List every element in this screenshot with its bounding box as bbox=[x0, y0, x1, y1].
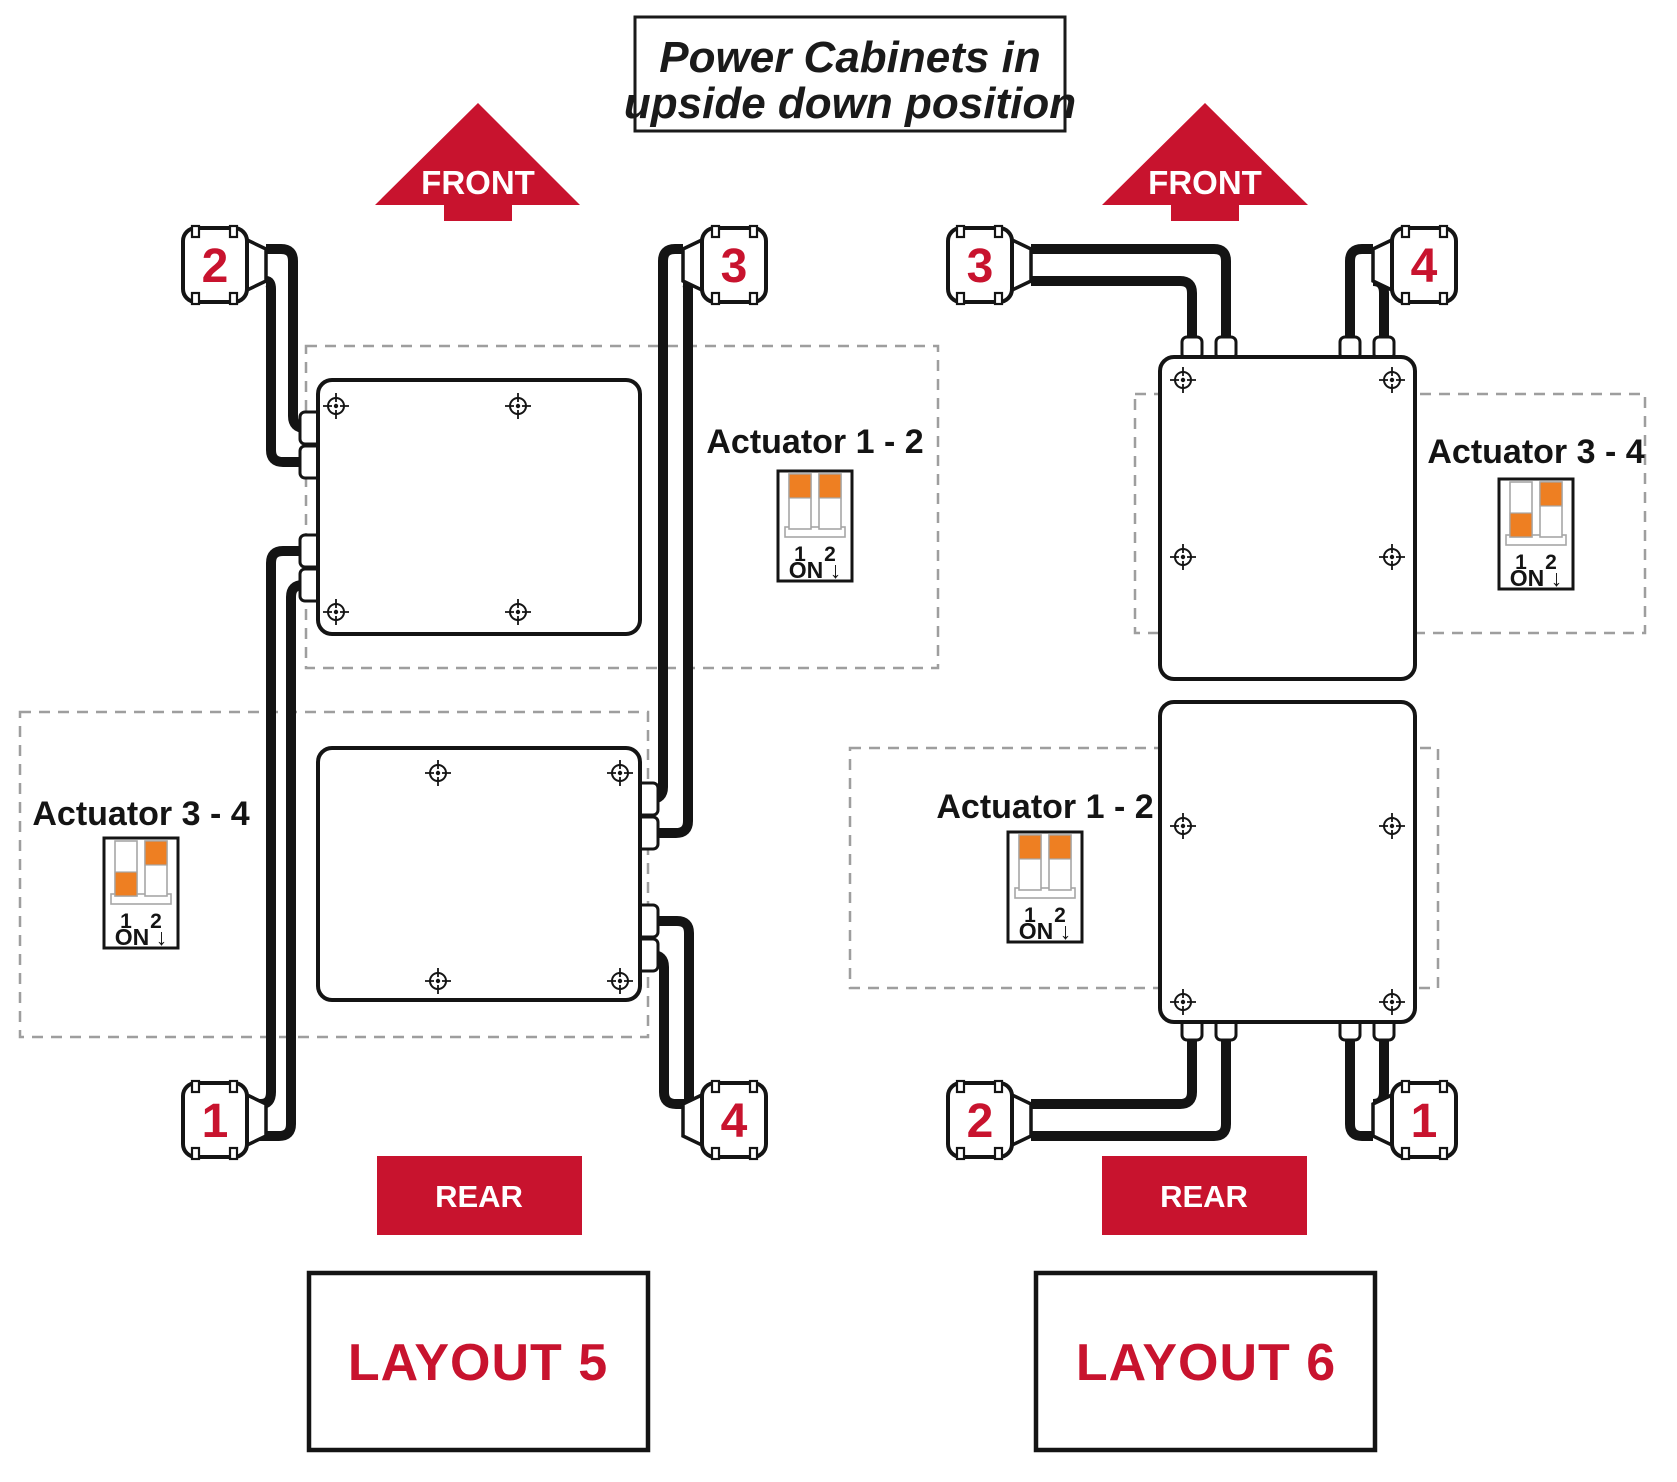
connector-l5-1: 1 bbox=[181, 1079, 268, 1161]
dip-pin-label: 2 bbox=[1054, 904, 1066, 927]
dip-on-label: ON ↓ bbox=[1019, 918, 1071, 944]
dip-switch-l6-lower: 1 2 ON ↓ bbox=[1006, 830, 1084, 944]
actuator-zone-l6-lower bbox=[848, 746, 1440, 990]
cable bbox=[250, 546, 312, 1109]
cable bbox=[1031, 1028, 1231, 1141]
title-box: Power Cabinets in upside down position bbox=[624, 15, 1076, 133]
actuator-label: Actuator 1 - 2 bbox=[936, 788, 1153, 826]
connector-number: 3 bbox=[721, 240, 748, 293]
dip-on-label: ON ↓ bbox=[789, 557, 841, 583]
actuator-label: Actuator 3 - 4 bbox=[1427, 433, 1644, 471]
arrow-shape bbox=[1102, 103, 1308, 221]
page-title-line1: Power Cabinets in bbox=[659, 33, 1040, 82]
dip-switch-l5-lower: 1 2 ON ↓ bbox=[102, 836, 180, 950]
power-cabinet-l6-bottom bbox=[1158, 700, 1417, 1042]
dip-handle-1 bbox=[114, 871, 138, 897]
dip-handle-2 bbox=[1539, 481, 1563, 507]
dip-pin-label: 1 bbox=[1024, 904, 1036, 927]
connector-number: 2 bbox=[202, 240, 229, 293]
connector-number: 4 bbox=[1411, 240, 1438, 293]
dip-pin-label: 2 bbox=[1545, 551, 1557, 574]
dip-switch-l5-upper: 1 2 ON ↓ bbox=[776, 469, 854, 583]
connector-number: 3 bbox=[967, 240, 994, 293]
dip-handle-2 bbox=[1048, 834, 1072, 860]
dip-pin-label: 2 bbox=[150, 910, 162, 933]
front-arrow-l6: FRONT bbox=[1102, 103, 1308, 221]
rear-label: REAR bbox=[435, 1179, 523, 1214]
dip-switch-l6-upper: 1 2 ON ↓ bbox=[1497, 477, 1575, 591]
layout-name: LAYOUT 6 bbox=[1076, 1334, 1336, 1392]
cable bbox=[1031, 1028, 1197, 1109]
cable bbox=[1345, 244, 1373, 352]
connector-l6-3: 3 bbox=[946, 224, 1033, 306]
connector-l5-2: 2 bbox=[181, 224, 268, 306]
dip-pin-label: 2 bbox=[824, 543, 836, 566]
dip-base bbox=[784, 526, 846, 538]
dip-handle-2 bbox=[144, 840, 168, 866]
connector-l5-3: 3 bbox=[681, 224, 768, 306]
dip-handle-1 bbox=[1018, 834, 1042, 860]
dip-pin-label: 1 bbox=[794, 543, 806, 566]
rear-banner-l5: REAR bbox=[377, 1156, 582, 1235]
dip-on-label: ON ↓ bbox=[115, 924, 167, 950]
cable bbox=[1031, 244, 1231, 352]
layout-name: LAYOUT 5 bbox=[348, 1334, 608, 1392]
cable bbox=[1345, 1028, 1373, 1141]
dip-on-label: ON ↓ bbox=[1510, 565, 1562, 591]
dip-pin-label: 1 bbox=[1515, 551, 1527, 574]
connector-l5-4: 4 bbox=[681, 1079, 768, 1161]
layout5-name-box: LAYOUT 5 bbox=[306, 1270, 651, 1453]
cable bbox=[250, 580, 312, 1141]
connector-number: 2 bbox=[967, 1095, 994, 1148]
cable bbox=[265, 276, 312, 467]
cabinet-body bbox=[1158, 355, 1417, 681]
actuator-label: Actuator 1 - 2 bbox=[706, 423, 923, 461]
rear-banner-l6: REAR bbox=[1102, 1156, 1307, 1235]
cabinet-body bbox=[316, 746, 642, 1002]
power-cabinet-l5-top bbox=[298, 378, 642, 636]
actuator-zone-l5-lower bbox=[18, 710, 650, 1039]
connector-l6-4: 4 bbox=[1371, 224, 1458, 306]
power-cabinet-l6-top bbox=[1158, 335, 1417, 681]
cabinet-body bbox=[316, 378, 642, 636]
dip-base bbox=[1505, 534, 1567, 546]
dip-base bbox=[1014, 887, 1076, 899]
cable bbox=[644, 244, 683, 804]
banner-shape bbox=[1102, 1156, 1307, 1235]
rear-label: REAR bbox=[1160, 1179, 1248, 1214]
arrow-shape bbox=[375, 103, 580, 221]
connector-l6-1: 1 bbox=[1371, 1079, 1458, 1161]
dip-handle-1 bbox=[1509, 512, 1533, 538]
cabinet-body bbox=[1158, 700, 1417, 1024]
front-label: FRONT bbox=[421, 164, 535, 201]
page-title-line2: upside down position bbox=[624, 79, 1076, 128]
banner-shape bbox=[377, 1156, 582, 1235]
connector-l6-2: 2 bbox=[946, 1079, 1033, 1161]
connector-number: 4 bbox=[721, 1095, 748, 1148]
front-arrow-l5: FRONT bbox=[375, 103, 580, 221]
connector-number: 1 bbox=[1411, 1095, 1438, 1148]
layout-frame bbox=[1033, 1270, 1378, 1453]
cable bbox=[1031, 276, 1197, 352]
dip-handle-1 bbox=[788, 473, 812, 499]
dip-base bbox=[110, 893, 172, 905]
layout-frame bbox=[306, 1270, 651, 1453]
power-cabinet-l5-bottom bbox=[316, 746, 660, 1002]
dip-pin-label: 1 bbox=[120, 910, 132, 933]
title-frame bbox=[633, 15, 1067, 133]
layout6-name-box: LAYOUT 6 bbox=[1033, 1270, 1378, 1453]
dip-handle-2 bbox=[818, 473, 842, 499]
connector-number: 1 bbox=[202, 1095, 229, 1148]
front-label: FRONT bbox=[1148, 164, 1262, 201]
actuator-label: Actuator 3 - 4 bbox=[32, 795, 249, 833]
